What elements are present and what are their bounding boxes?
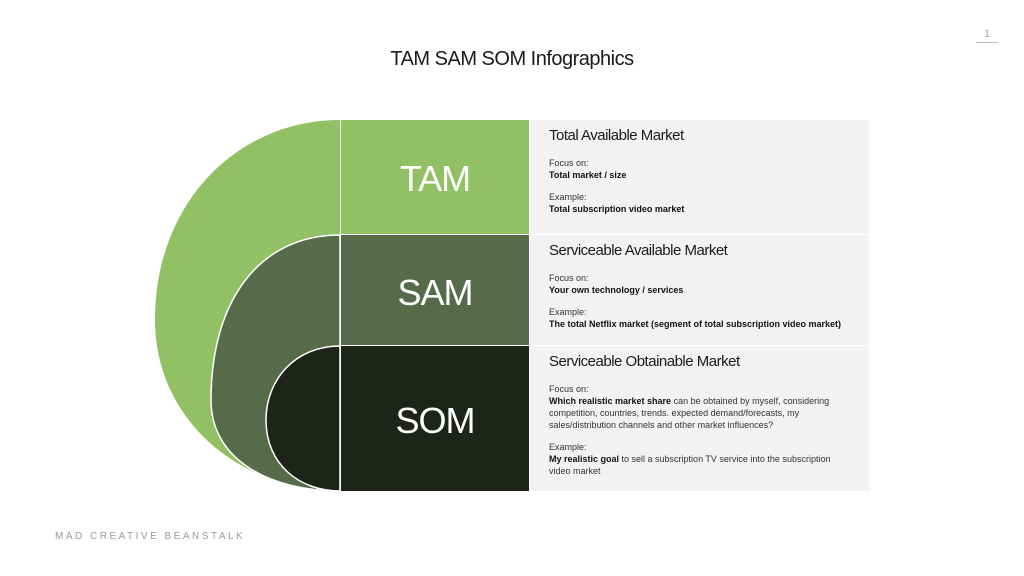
tam-label: TAM xyxy=(399,158,471,199)
example-bold: My realistic goal xyxy=(549,454,620,464)
som-arc xyxy=(265,345,341,492)
example-rest: to sell a subscription TV service into t… xyxy=(549,454,831,476)
som-panel: Serviceable Obtainable Market Focus on: W… xyxy=(530,346,869,491)
focus-label: Focus on: xyxy=(549,384,589,394)
som-block xyxy=(341,346,529,491)
focus-rest: can be obtained by myself, considering c… xyxy=(549,396,830,430)
sam-heading: Serviceable Available Market xyxy=(549,242,728,259)
focus-text: Total market / size xyxy=(549,170,627,180)
tam-block xyxy=(341,120,529,234)
sam-panel: Serviceable Available Market Focus on: Yo… xyxy=(530,235,869,345)
tam-heading: Total Available Market xyxy=(549,127,684,144)
page-number: 1 xyxy=(976,28,998,43)
sam-label: SAM xyxy=(397,272,473,313)
example-text: Total subscription video market xyxy=(549,204,685,214)
som-heading: Serviceable Obtainable Market xyxy=(549,353,740,370)
footer-brand: MAD CREATIVE BEANSTALK xyxy=(55,531,246,542)
focus-label: Focus on: xyxy=(549,158,589,168)
focus-label: Focus on: xyxy=(549,273,589,283)
example-text: The total Netflix market (segment of tot… xyxy=(549,319,842,329)
example-label: Example: xyxy=(549,442,587,452)
sam-block xyxy=(341,235,529,345)
example-label: Example: xyxy=(549,307,587,317)
page-title: TAM SAM SOM Infographics xyxy=(390,48,634,70)
example-label: Example: xyxy=(549,192,587,202)
som-label: SOM xyxy=(395,400,475,441)
focus-text: Your own technology / services xyxy=(549,285,684,295)
focus-bold: Which realistic market share xyxy=(549,396,672,406)
tam-panel: Total Available Market Focus on: Total ma… xyxy=(530,120,869,234)
